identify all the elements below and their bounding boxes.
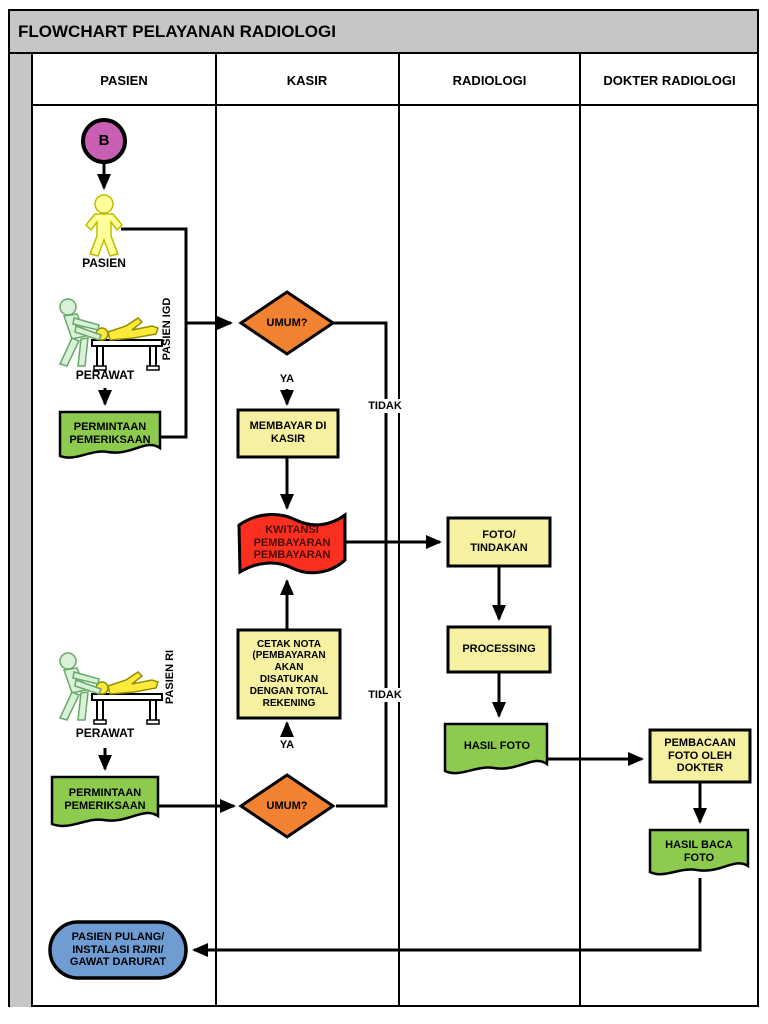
- doc-hasil-baca-shape: [648, 828, 750, 876]
- process-cetak-nota-shape: [236, 628, 342, 720]
- lane-divider-3: [579, 54, 581, 1007]
- page-title: FLOWCHART PELAYANAN RADIOLOGI: [18, 21, 336, 41]
- edge-tidak-bypass: [331, 321, 388, 808]
- terminator-pulang-shape: [48, 920, 188, 980]
- lane-header-pasien: PASIEN: [100, 72, 148, 88]
- header-divider: [31, 104, 759, 106]
- nurse-bed-ri-icon: [58, 652, 163, 725]
- nurse-bed-igd-icon: [58, 298, 163, 371]
- process-membayar-shape: [236, 408, 340, 459]
- patient-standing-icon: [84, 194, 124, 257]
- lane-divider-1: [215, 54, 217, 1007]
- process-pembacaan-shape: [648, 728, 752, 784]
- edge-baca-to-pulang: [192, 878, 702, 957]
- lane-divider-2: [398, 54, 400, 1007]
- lane-header-dokter-radiologi: DOKTER RADIOLOGI: [603, 72, 736, 88]
- left-margin-strip: [8, 54, 33, 1007]
- process-foto-tindakan-shape: [446, 516, 552, 568]
- decision-umum-igd-shape: [238, 290, 336, 356]
- start-connector-shape: [81, 118, 127, 164]
- doc-hasil-foto-shape: [443, 722, 549, 775]
- receipt-kwitansi-shape: [237, 512, 347, 575]
- edge-pasien-trunk: [121, 227, 188, 439]
- decision-umum-ri-shape: [238, 773, 336, 839]
- lane-header-kasir: KASIR: [286, 72, 328, 88]
- title-bar: FLOWCHART PELAYANAN RADIOLOGI: [8, 9, 759, 54]
- process-processing-shape: [446, 625, 552, 674]
- doc-permintaan-ri-shape: [50, 775, 160, 828]
- doc-permintaan-igd-shape: [58, 410, 162, 459]
- lane-header-radiologi: RADIOLOGI: [452, 72, 527, 88]
